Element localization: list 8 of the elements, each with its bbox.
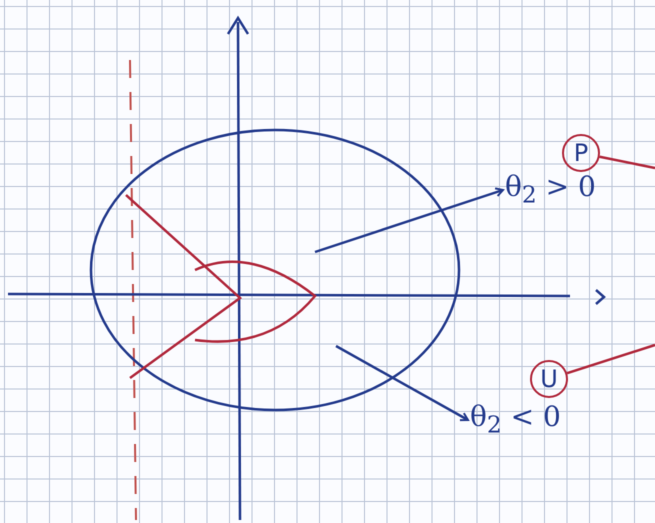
formula-label: θ$_{2}$ < 0 — [470, 402, 561, 438]
leader-line — [335, 344, 469, 422]
leader-line — [314, 187, 504, 254]
formula-label: θ$_{2}$ > 0 — [505, 172, 596, 208]
circled-letter: P — [562, 134, 600, 172]
leader-line — [599, 156, 655, 170]
leader-line — [566, 344, 655, 374]
circled-letter: U — [530, 360, 568, 398]
